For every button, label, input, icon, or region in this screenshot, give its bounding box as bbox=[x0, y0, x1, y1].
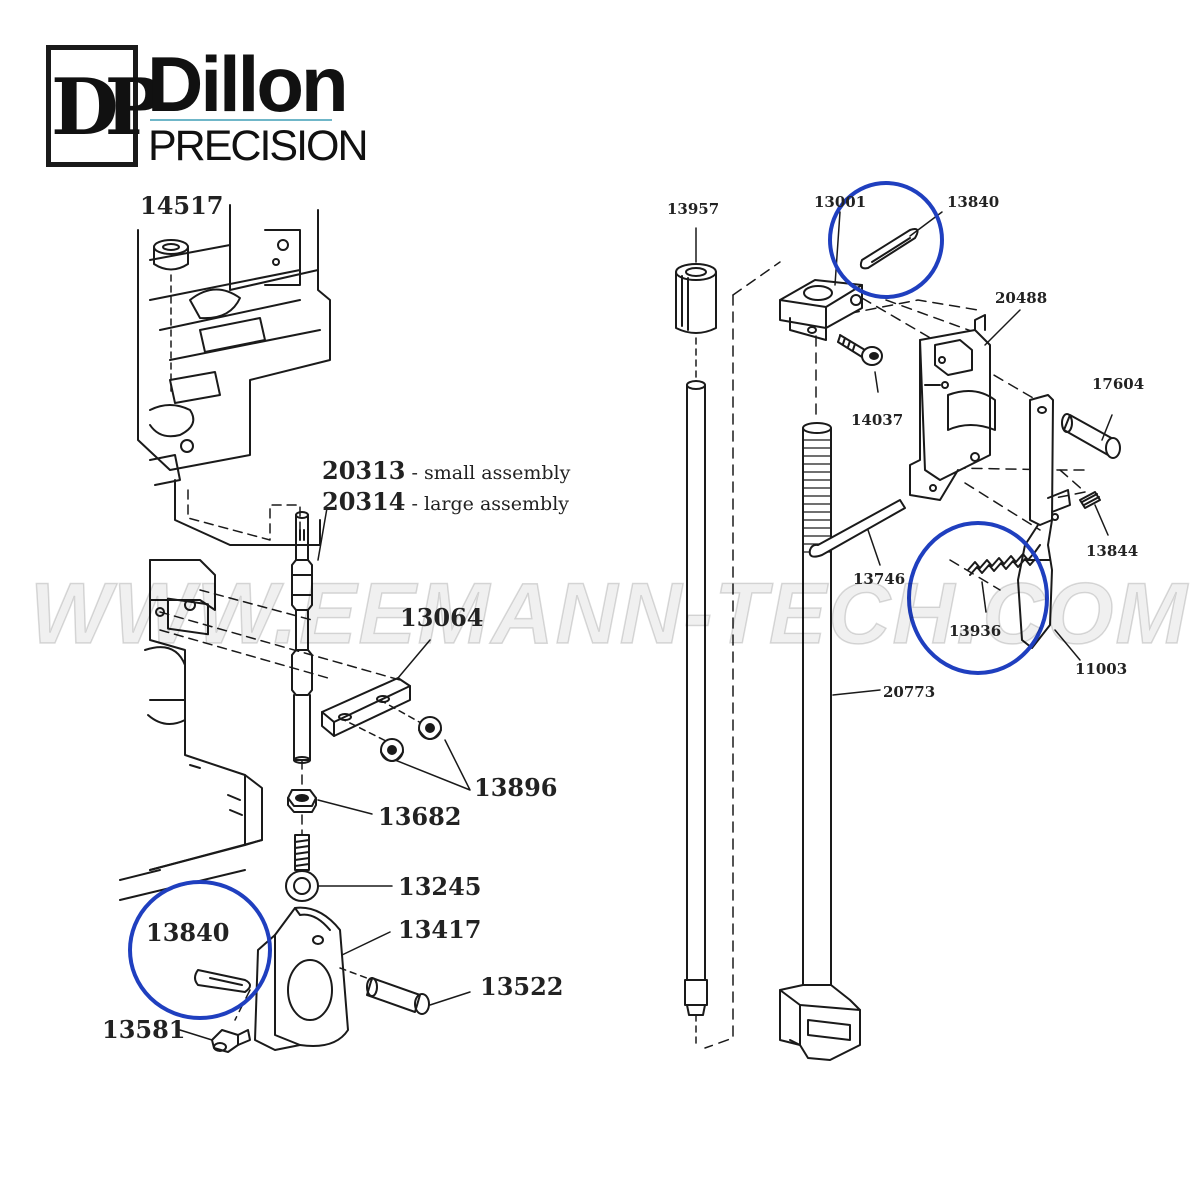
part-13746-cotter-pin bbox=[808, 499, 906, 566]
part-13957-collar bbox=[675, 227, 717, 379]
assembly-large-text: - large assembly bbox=[411, 493, 570, 515]
part-13581-fitting bbox=[211, 1029, 251, 1053]
brand-rule bbox=[150, 119, 332, 121]
label-20773: 20773 bbox=[883, 683, 936, 701]
right-leader-lines bbox=[832, 211, 1081, 696]
part-20488-bracket bbox=[909, 314, 996, 501]
label-11003: 11003 bbox=[1075, 660, 1128, 678]
part-13844-set-screw bbox=[1079, 491, 1109, 536]
part-20313-assembly-rod bbox=[291, 511, 313, 764]
label-13896: 13896 bbox=[474, 773, 558, 802]
label-17604: 17604 bbox=[1092, 375, 1145, 393]
label-13840-right: 13840 bbox=[947, 193, 1000, 211]
label-13746: 13746 bbox=[853, 570, 906, 588]
label-13064: 13064 bbox=[400, 603, 484, 632]
brand-name: Dillon bbox=[147, 40, 349, 128]
part-13064-plate bbox=[321, 677, 411, 737]
label-13840-left: 13840 bbox=[146, 918, 230, 947]
part-13896-screws bbox=[339, 699, 442, 762]
label-13682: 13682 bbox=[378, 802, 462, 831]
assembly-small-part-number: 20313 bbox=[322, 456, 406, 485]
part-13840-clip-right bbox=[859, 228, 919, 270]
label-13957: 13957 bbox=[667, 200, 720, 218]
assembly-small-text: - small assembly bbox=[411, 462, 571, 484]
label-13844: 13844 bbox=[1086, 542, 1139, 560]
assembly-large-part-number: 20314 bbox=[322, 487, 406, 516]
label-13936: 13936 bbox=[949, 622, 1002, 640]
label-13581: 13581 bbox=[102, 1015, 186, 1044]
part-14517-spacer bbox=[153, 239, 189, 396]
press-frame-lower bbox=[119, 479, 321, 901]
part-13417-link bbox=[254, 906, 349, 1051]
label-13522: 13522 bbox=[480, 972, 564, 1001]
brand-subname: PRECISION bbox=[148, 122, 369, 170]
part-13936-spring bbox=[967, 544, 1041, 613]
assembly-note-large: 20314 - large assembly bbox=[322, 487, 569, 516]
highlight-circle-13840-left bbox=[128, 880, 272, 1020]
assembly-note-small: 20313 - small assembly bbox=[322, 456, 570, 485]
highlight-circles bbox=[128, 181, 1049, 1020]
part-13682-nut bbox=[287, 789, 317, 813]
part-13840-clip-left bbox=[194, 969, 251, 993]
part-11003-lever bbox=[1017, 394, 1071, 649]
part-13001-block bbox=[779, 279, 863, 341]
label-13001: 13001 bbox=[814, 193, 867, 211]
left-leader-lines bbox=[179, 507, 471, 1041]
label-13245: 13245 bbox=[398, 872, 482, 901]
highlight-circle-13840-right bbox=[828, 181, 944, 299]
part-13522-pin bbox=[339, 967, 430, 1015]
part-17604-pin bbox=[1061, 413, 1121, 459]
part-13245-rod-end bbox=[285, 834, 319, 902]
left-long-rod bbox=[684, 380, 708, 1049]
part-20773-threaded-rod bbox=[779, 422, 861, 1061]
watermark-text: WWW.EEMANN-TECH.COM bbox=[29, 565, 1189, 663]
highlight-circle-13936 bbox=[907, 521, 1049, 675]
label-20488: 20488 bbox=[995, 289, 1048, 307]
label-13417: 13417 bbox=[398, 915, 482, 944]
part-14037-screw bbox=[837, 334, 883, 393]
label-14037: 14037 bbox=[851, 411, 904, 429]
label-14517: 14517 bbox=[140, 191, 224, 220]
press-frame-upper bbox=[137, 204, 331, 486]
